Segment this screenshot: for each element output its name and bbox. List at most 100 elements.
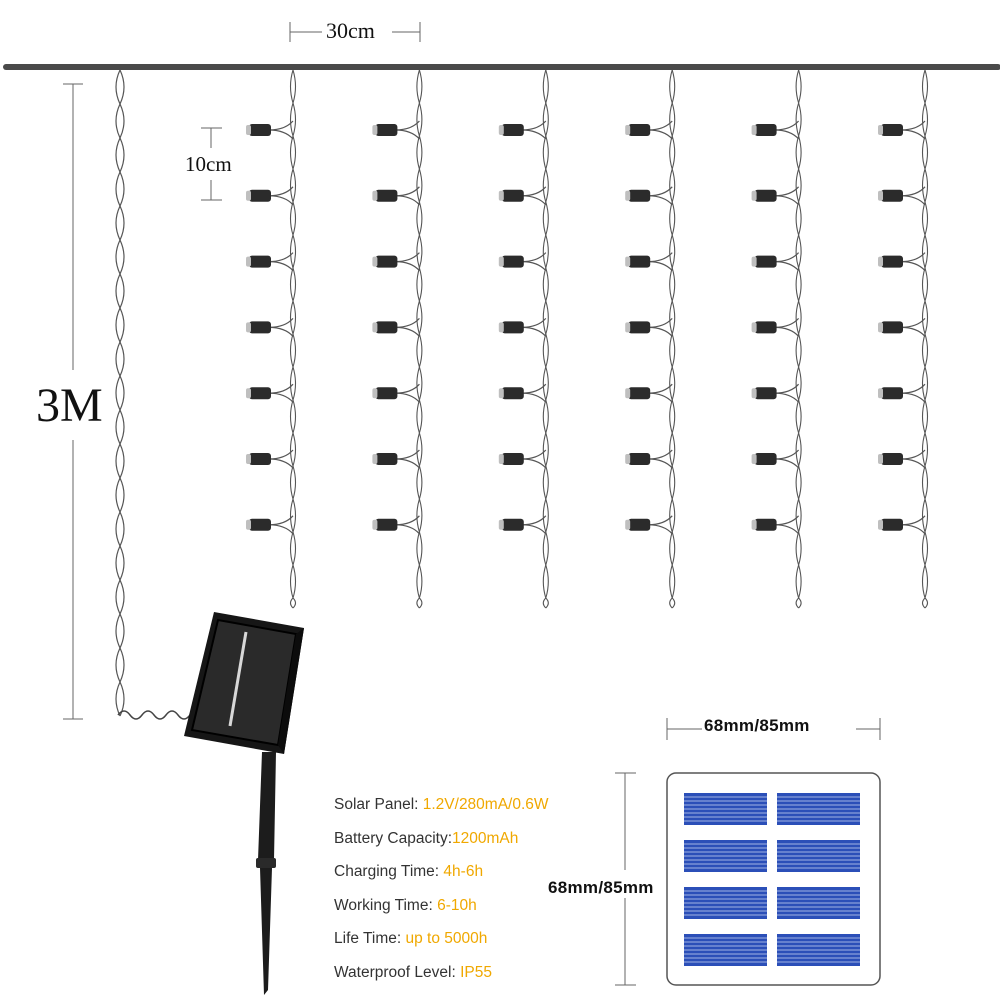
solar-cell [777, 934, 860, 966]
bulb [878, 252, 926, 272]
spec-row: Working Time: 6-10h [334, 889, 634, 923]
bulb [498, 383, 547, 403]
light-string [878, 69, 929, 609]
bulb [372, 449, 420, 469]
string-wire [289, 69, 294, 609]
light-string [625, 69, 676, 609]
bulb [625, 449, 673, 469]
bulb [878, 383, 926, 403]
solar-cell [777, 887, 860, 919]
panel-frame-edge [278, 628, 304, 754]
panel-lead-wire [117, 710, 191, 720]
bulb [625, 186, 673, 206]
bulb [372, 515, 420, 535]
spec-label: Charging Time: [334, 863, 444, 880]
bulb [625, 515, 673, 535]
string-wire [542, 69, 547, 609]
panel-top-view [666, 772, 881, 986]
bulb [625, 383, 673, 403]
bulb [625, 120, 673, 140]
string-wire [671, 69, 676, 609]
spec-value: 4h-6h [443, 863, 484, 880]
bulb [751, 515, 800, 535]
spec-row: Life Time: up to 5000h [334, 922, 634, 956]
spec-row: Waterproof Level: IP55 [334, 956, 634, 990]
bulb [246, 383, 294, 403]
bulb-spacing-label: 10cm [185, 152, 232, 176]
solar-cell [684, 793, 767, 825]
bulb [751, 252, 800, 272]
solar-cell [777, 793, 860, 825]
spec-value: 1.2V/280mA/0.6W [422, 796, 549, 813]
height-dimension-marker [63, 83, 83, 720]
bulb [498, 449, 547, 469]
feed-wire [119, 69, 125, 717]
bulb [878, 120, 926, 140]
panel-height-label: 68mm/85mm [548, 878, 654, 897]
panel-cells [684, 793, 860, 966]
solar-cell [684, 934, 767, 966]
bulb [372, 120, 420, 140]
bulb [751, 120, 800, 140]
bulb [372, 383, 420, 403]
solar-panel-stake [184, 612, 304, 995]
width-dimension-marker [289, 22, 421, 42]
bulb [625, 252, 673, 272]
solar-cell [777, 840, 860, 872]
height-label: 3M [36, 379, 103, 432]
panel-glare [228, 631, 248, 727]
light-string [498, 69, 549, 609]
spec-value: 1200mAh [452, 829, 519, 847]
bulb [246, 120, 294, 140]
bulb [498, 186, 547, 206]
string-wire [292, 69, 297, 609]
string-wire [669, 69, 673, 609]
spec-row: Charging Time: 4h-6h [334, 855, 634, 889]
bulb [498, 515, 547, 535]
light-string [372, 69, 423, 609]
spec-value: IP55 [460, 963, 492, 981]
bulb [498, 252, 547, 272]
bulb [878, 186, 926, 206]
string-wire [797, 69, 802, 609]
bulb [372, 252, 420, 272]
feed-wire-twist [115, 69, 121, 717]
panel-width-label: 68mm/85mm [704, 716, 810, 735]
string-wire [921, 69, 926, 609]
solar-cell [684, 840, 767, 872]
stake [258, 752, 276, 995]
spec-row: Solar Panel: 1.2V/280mA/0.6W [334, 788, 634, 822]
solar-cell [684, 887, 767, 919]
panel-width-marker [666, 718, 881, 740]
bulb [498, 317, 547, 337]
bulb [751, 317, 800, 337]
spec-value: 6-10h [437, 896, 477, 914]
bulb [246, 317, 294, 337]
spec-label: Life Time: [334, 930, 406, 947]
spec-row: Battery Capacity:1200mAh [334, 822, 634, 856]
bulb [878, 317, 926, 337]
bulb [246, 186, 294, 206]
light-string [246, 69, 297, 609]
string-wire [924, 69, 929, 609]
bulb [751, 449, 800, 469]
panel-height-marker [615, 772, 636, 986]
bulb [878, 449, 926, 469]
bulb [372, 186, 420, 206]
bulb [625, 317, 673, 337]
bulb [246, 515, 294, 535]
light-string [751, 69, 802, 609]
bulb [751, 383, 800, 403]
spec-value: up to 5000h [405, 930, 488, 947]
bulb [372, 317, 420, 337]
bulb [751, 186, 800, 206]
bulb [246, 449, 294, 469]
stake-collar [256, 858, 276, 868]
spec-label: Waterproof Level: [334, 963, 461, 981]
spec-list: Solar Panel: 1.2V/280mA/0.6W Battery Cap… [334, 788, 634, 989]
string-wire [416, 69, 421, 609]
spec-label: Solar Panel: [334, 796, 423, 813]
spec-label: Battery Capacity: [334, 829, 453, 847]
